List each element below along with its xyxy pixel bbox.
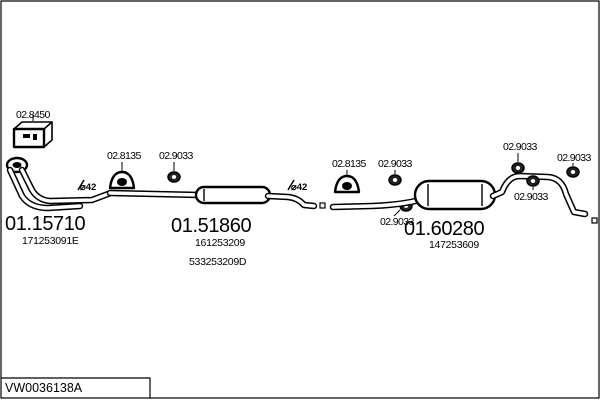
hanger-c-leader	[393, 209, 401, 217]
section-1-oem-1: 171253091E	[22, 235, 79, 247]
middle-pipe-outlet-inner	[266, 194, 316, 208]
pipe-sleeve-icon	[319, 202, 326, 209]
hanger-b-label: 02.9033	[378, 158, 413, 170]
hanger-a-icon	[167, 171, 181, 183]
pipe-diameter-2: ⌀42	[291, 182, 307, 193]
mounting-kit-label: 02.8450	[16, 109, 51, 121]
clamp-b-hole	[342, 182, 352, 190]
rear-silencer-part	[329, 172, 589, 218]
hanger-d-hole	[515, 166, 521, 170]
hanger-a-hole	[171, 175, 177, 179]
tail-end-cap-icon	[591, 217, 598, 224]
section-3-oem-1: 147253609	[429, 239, 479, 251]
diagram-title: VW0036138A	[5, 381, 83, 395]
hanger-f-label: 02.9033	[514, 191, 549, 203]
hanger-e-label: 02.9033	[557, 152, 592, 164]
clamp-b-label: 02.8135	[332, 158, 367, 170]
rear-tailpipe-inner	[491, 174, 587, 216]
hanger-b-icon	[388, 174, 402, 186]
front-pipe-flange-hole	[12, 162, 22, 168]
diameter-arrow-1	[77, 179, 85, 191]
mounting-kit-box-edge	[43, 121, 53, 130]
hanger-c-label: 02.9033	[380, 216, 415, 228]
front-pipe-tube-inner	[20, 168, 110, 203]
clamp-a-hole	[117, 178, 127, 186]
title-box	[1, 377, 151, 398]
hanger-d-label: 02.9033	[503, 141, 538, 153]
rear-silencer-body	[413, 179, 497, 211]
front-pipe-part	[5, 156, 112, 212]
pipe-diameter-1: ⌀42	[80, 182, 96, 193]
section-3-number: 01.60280	[404, 218, 484, 240]
hanger-f-hole	[530, 179, 536, 183]
section-2-oem-1: 161253209	[195, 237, 245, 249]
middle-silencer-part	[106, 185, 318, 210]
section-1-number: 01.15710	[5, 213, 85, 235]
mounting-kit-icon	[12, 121, 53, 149]
hanger-a-label: 02.9033	[159, 150, 194, 162]
diameter-arrow-2	[287, 179, 295, 191]
clamp-a-label: 02.8135	[107, 150, 142, 162]
hanger-d-icon	[511, 162, 525, 174]
mounting-kit-bolt	[23, 134, 30, 138]
hanger-b-hole	[392, 178, 398, 182]
hanger-e-icon	[566, 166, 580, 178]
middle-pipe-inlet-inner	[108, 191, 202, 197]
hanger-f-icon	[526, 175, 540, 187]
section-2-number: 01.51860	[171, 215, 251, 237]
clamp-a-icon	[108, 170, 136, 190]
mounting-kit-nut	[33, 134, 37, 140]
clamp-b-icon	[333, 174, 361, 194]
hanger-e-hole	[570, 170, 576, 174]
front-pipe-tube-lower-inner	[8, 168, 82, 210]
middle-silencer-body	[194, 185, 272, 205]
section-2-oem-2: 533253209D	[189, 256, 247, 268]
